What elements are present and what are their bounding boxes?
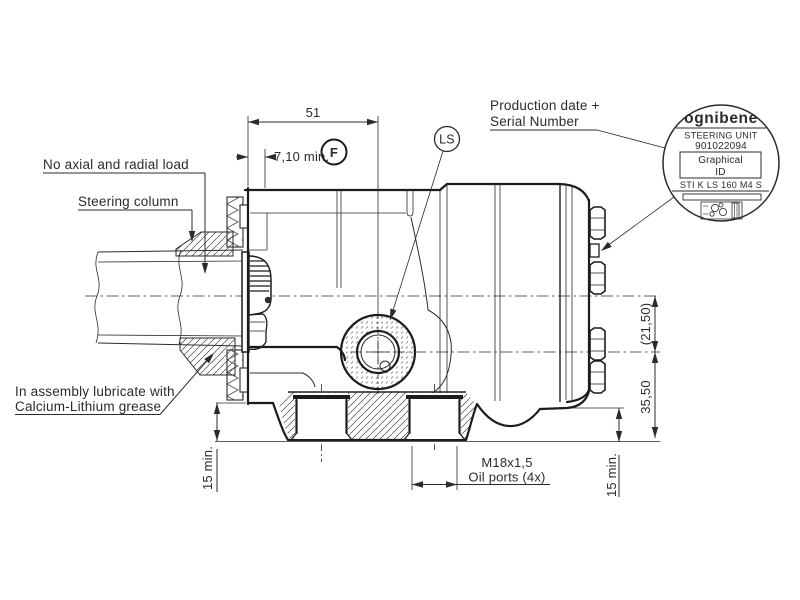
nameplate-product: STEERING UNIT [684,131,758,141]
datum-f-balloon [320,138,348,166]
spline-coupling [241,251,272,353]
nameplate-code: 901022094 [695,141,747,152]
nameplate-circle [662,104,780,222]
annotation-no-axial-load: No axial and radial load [43,157,189,172]
shaft-break-line [94,251,100,344]
dim-center-to-ls-label: (21,50) [638,303,653,346]
ls-port-boss [339,313,417,391]
dim-spline-depth-label: 7,10 min. [274,149,329,164]
dim-clearance-left-label: 15 min. [200,446,215,490]
hydraulic-schematic [700,201,743,220]
spline-teeth [250,260,271,292]
steering-shaft [94,249,244,347]
brand-logo: ognibene [684,110,758,127]
annotation-lubricate-1: In assembly lubricate with [15,384,175,399]
dim-clearance-right-label: 15 min. [604,453,619,497]
nameplate-model: STI K LS 160 M4 S [680,180,762,190]
oil-port-block [246,389,591,442]
nameplate-detail: ognibene STEERING UNIT 901022094 Graphic… [601,104,780,251]
dim-oil-port-count-label: Oil ports (4x) [468,470,545,485]
oil-port-left [290,393,353,441]
dim-ls-to-base-label: 35,50 [638,380,653,414]
mounting-panel [175,196,244,401]
nameplate-location-tab [589,243,600,258]
dimensions: 51 7,10 min. F LS (21,50) 35,50 15 min. [200,105,660,497]
housing-body [239,182,591,406]
ls-balloon [433,125,461,153]
oil-port-right [403,393,466,441]
nameplate-graphical: Graphical [698,155,743,166]
bearing-clamp-lower [179,337,236,376]
ls-balloon-label: LS [439,133,455,147]
datum-f-label: F [330,145,338,160]
annotations: No axial and radial load Steering column… [15,98,666,415]
annotation-production-date-2: Serial Number [490,114,579,129]
nameplate-barcode-bar [682,193,762,201]
bolt [589,261,606,295]
shaft-break-line [177,249,183,345]
casting-contour [410,216,452,397]
end-bolts [589,206,606,394]
annotation-steering-column: Steering column [78,194,179,209]
nameplate-id: ID [715,167,725,178]
dim-51-label: 51 [306,105,321,120]
annotation-lubricate-2: Calcium-Lithium grease [15,399,161,414]
bolt [589,327,606,361]
bolt [589,206,606,240]
coupling-pin [264,296,272,304]
annotation-production-date-1: Production date + [490,98,600,113]
dim-oil-port-thread-label: M18x1,5 [481,455,532,470]
bolt [589,360,606,394]
ls-drain-hole [379,360,391,372]
